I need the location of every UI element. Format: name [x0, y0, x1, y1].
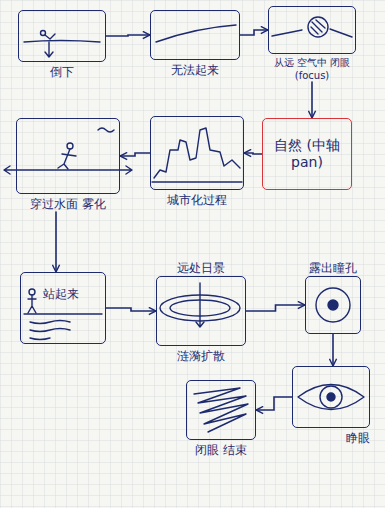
storyboard-panel: 睁眼	[292, 366, 370, 446]
panel-frame	[16, 118, 120, 194]
panel-caption: 穿过水面 雾化	[16, 197, 120, 212]
eye-pupil	[327, 393, 335, 401]
curve-line	[156, 25, 236, 42]
storyboard-panel: 露出瞳孔	[305, 260, 361, 334]
panel-caption: 远处日景	[177, 261, 225, 276]
flow-arrow	[120, 153, 150, 156]
figure-head	[67, 143, 73, 149]
drop-arrow	[196, 283, 204, 327]
flow-arrow	[55, 212, 57, 272]
water-line	[4, 166, 132, 174]
panel-frame	[268, 6, 356, 54]
eye-iris	[320, 386, 342, 408]
panel-caption: 闭眼 结束	[186, 443, 256, 458]
storyboard-panel: 无法起来	[150, 10, 240, 78]
panel-frame	[150, 116, 244, 190]
caption-row: 倒下	[18, 65, 106, 80]
standing-figure	[28, 295, 36, 313]
figure-head	[29, 289, 35, 295]
horizon-line	[272, 30, 302, 36]
iris-circle	[316, 288, 350, 322]
head-closeup	[308, 17, 328, 37]
pupil-dot	[328, 300, 338, 310]
caption-row: 城市化过程	[150, 193, 244, 208]
ground-line	[24, 41, 100, 43]
storyboard-panel: 站起来	[20, 272, 106, 344]
panel-caption: 倒下	[18, 65, 106, 80]
flow-arrow	[311, 82, 313, 118]
ink-sketches	[4, 17, 364, 432]
ripple-lines	[30, 321, 70, 340]
panel-caption: 睁眼	[292, 431, 370, 446]
panel-frame	[18, 10, 106, 62]
panel-frame	[305, 276, 361, 334]
panel-caption: 涟漪扩散	[156, 349, 246, 364]
panel-caption: 从远 空气中 闭眼 (focus)	[268, 57, 356, 82]
panel-frame: 站起来	[20, 272, 106, 344]
head-hatching	[311, 20, 325, 34]
falling-figure	[45, 34, 55, 39]
storyboard-panel: 从远 空气中 闭眼 (focus)	[268, 6, 356, 82]
caption-row: 从远 空气中 闭眼 (focus)	[268, 57, 356, 82]
caption-row: 闭眼 结束	[186, 443, 256, 458]
caption-row: 露出瞳孔	[305, 260, 361, 276]
city-skyline	[154, 128, 240, 178]
flow-arrow	[256, 397, 292, 410]
storyboard-panel: 城市化过程	[150, 116, 244, 208]
flow-arrow	[106, 308, 156, 311]
storyboard-panel: 远处日景涟漪扩散	[156, 260, 246, 364]
eye-outline	[298, 385, 364, 410]
caption-row: 远处日景	[156, 260, 246, 276]
caption-row: 穿过水面 雾化	[16, 197, 120, 212]
bird-mark	[98, 128, 114, 132]
fall-arrow	[45, 42, 53, 57]
caption-row: 无法起来	[150, 63, 240, 78]
flow-arrow	[244, 153, 262, 154]
caption-row: 涟漪扩散	[156, 349, 246, 364]
flow-arrow	[246, 305, 305, 311]
panel-text: 自然 (中轴 pan)	[268, 137, 346, 172]
highlight-frame: 自然 (中轴 pan)	[262, 118, 352, 190]
storyboard-panel: 穿过水面 雾化	[16, 118, 120, 212]
panel-frame	[150, 10, 240, 60]
panel-frame	[292, 366, 370, 428]
horizon-line	[330, 29, 352, 37]
panel-caption: 城市化过程	[150, 193, 244, 208]
city-baseline	[152, 181, 242, 182]
stick-figure	[58, 149, 76, 169]
storyboard-panel: 闭眼 结束	[186, 380, 256, 458]
flow-arrow	[240, 30, 268, 35]
panel-frame	[156, 276, 246, 346]
panel-text: 站起来	[43, 287, 79, 302]
panel-caption: 无法起来	[150, 63, 240, 78]
storyboard-panel: 倒下	[18, 10, 106, 80]
caption-row: 睁眼	[292, 431, 370, 446]
flow-arrow	[332, 334, 334, 366]
flow-arrow	[106, 35, 150, 36]
storyboard-panel: 自然 (中轴 pan)	[262, 118, 352, 190]
panel-caption: 露出瞳孔	[309, 261, 357, 276]
panel-frame	[186, 380, 256, 440]
scribble-fill	[194, 388, 248, 432]
